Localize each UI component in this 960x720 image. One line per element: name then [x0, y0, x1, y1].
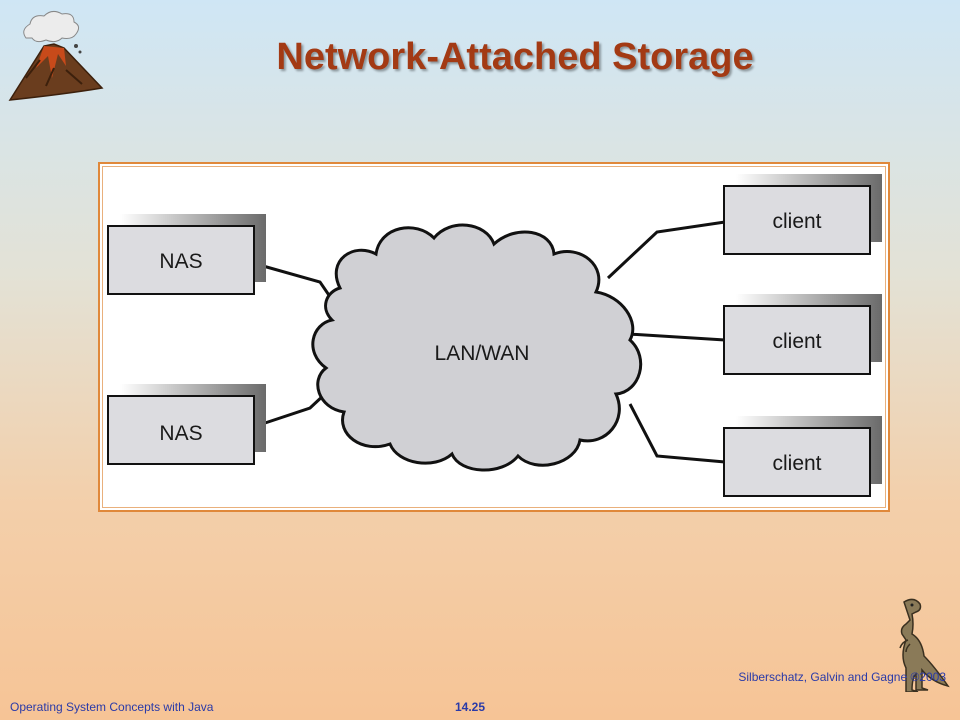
connection-client-3 — [628, 403, 726, 464]
client-node: client — [723, 416, 882, 497]
slide-title: Network-Attached Storage — [276, 36, 754, 78]
nas-network-diagram: LAN/WAN NAS NAS client client — [107, 174, 882, 497]
diagram-frame: LAN/WAN NAS NAS client client — [98, 162, 890, 512]
nas-label: NAS — [159, 422, 202, 445]
connection-client-1 — [606, 220, 726, 280]
footer-copyright: Silberschatz, Galvin and Gagne ©2003 — [738, 670, 946, 684]
client-node: client — [723, 174, 882, 255]
dinosaur-icon — [899, 598, 950, 692]
volcano-logo-icon — [8, 10, 104, 101]
connection-nas-2 — [255, 392, 327, 428]
nas-node: NAS — [107, 384, 266, 465]
client-label: client — [772, 210, 821, 233]
nas-node: NAS — [107, 214, 266, 295]
client-label: client — [772, 330, 821, 353]
nas-label: NAS — [159, 250, 202, 273]
footer-course-title: Operating System Concepts with Java — [10, 700, 214, 714]
client-label: client — [772, 452, 821, 475]
client-node: client — [723, 294, 882, 375]
footer-slide-number: 14.25 — [455, 700, 486, 714]
network-label: LAN/WAN — [435, 342, 530, 365]
connection-nas-1 — [255, 262, 337, 305]
connection-client-2 — [627, 332, 726, 342]
lan-wan-cloud — [311, 223, 643, 472]
connection-lines — [255, 220, 726, 464]
